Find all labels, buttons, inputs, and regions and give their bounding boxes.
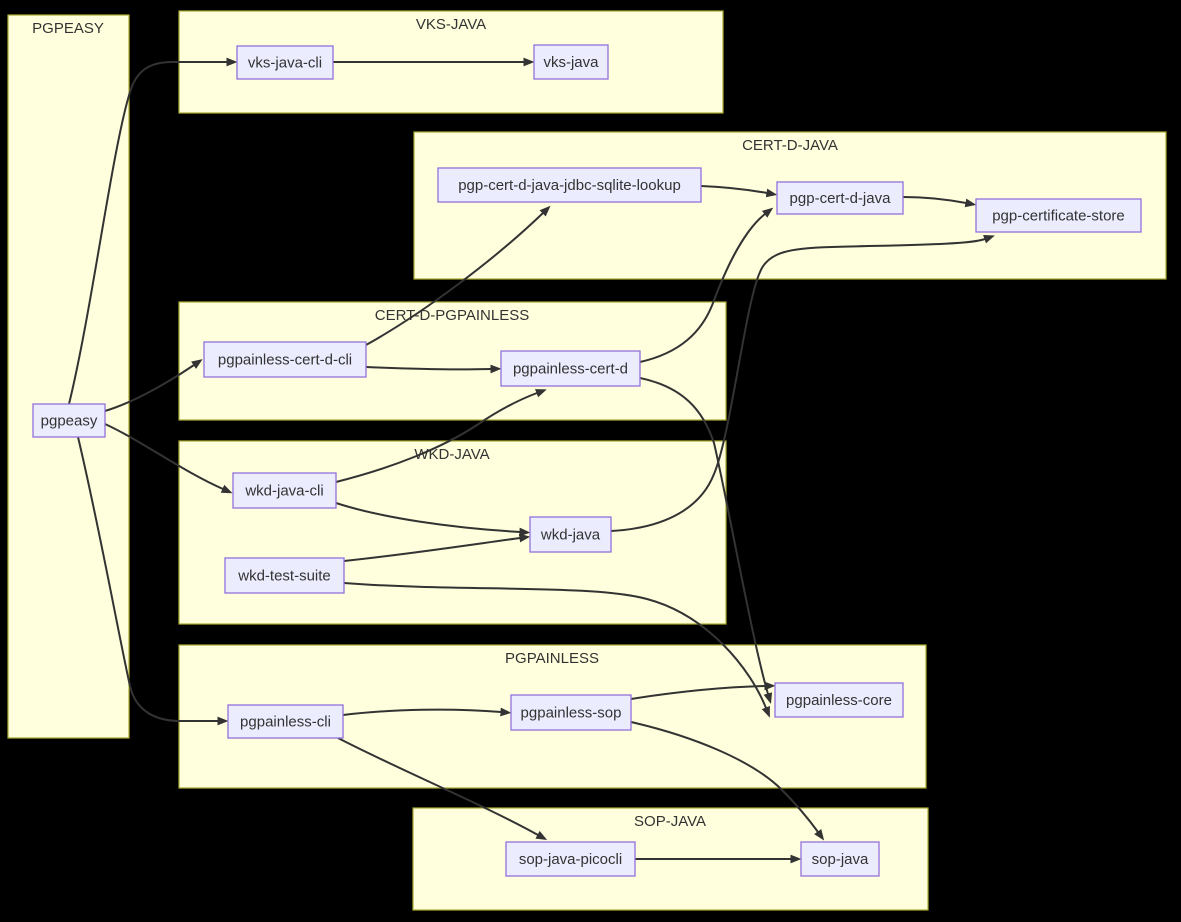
node-sop-java-picocli-box xyxy=(505,841,636,877)
node-pgpainless-cli-box xyxy=(227,704,344,739)
node-pgpainless-cert-d-label: pgpainless-cert-d xyxy=(513,361,628,378)
node-wkd-test-suite-label: wkd-test-suite xyxy=(237,568,331,585)
edge-pgpainless-cert-d-to-pgpainless-core xyxy=(639,377,773,705)
node-wkd-java-label: wkd-java xyxy=(540,527,601,544)
node-pgpainless-cli: pgpainless-cli xyxy=(227,704,344,739)
node-wkd-java-cli: wkd-java-cli xyxy=(232,472,337,509)
edge-pgpeasy-to-wkd-java-cli xyxy=(104,423,233,494)
node-pgp-cert-d-java-jdbc-sqlite-lookup: pgp-cert-d-java-jdbc-sqlite-lookup xyxy=(437,167,702,203)
node-wkd-test-suite: wkd-test-suite xyxy=(224,557,345,594)
node-pgpainless-sop: pgpainless-sop xyxy=(510,694,632,731)
cluster-wkd-java-group-box xyxy=(178,440,727,625)
node-pgpainless-core: pgpainless-core xyxy=(774,682,904,718)
node-pgpainless-core-box xyxy=(774,682,904,718)
edge-pgpainless-cli-to-sop-java-picocli xyxy=(337,737,548,841)
node-pgp-cert-d-java-label: pgp-cert-d-java xyxy=(790,190,892,207)
node-pgpainless-cert-d: pgpainless-cert-d xyxy=(500,350,641,387)
node-vks-java-label: vks-java xyxy=(543,54,599,71)
cluster-cert-d-pgpainless-group-label: CERT-D-PGPAINLESS xyxy=(375,307,529,324)
node-vks-java-cli-label: vks-java-cli xyxy=(248,55,322,72)
cluster-pgpeasy-group-box xyxy=(7,14,130,739)
node-pgpainless-cert-d-cli-label: pgpainless-cert-d-cli xyxy=(218,352,352,369)
node-wkd-java-cli-box xyxy=(232,472,337,509)
cluster-wkd-java-group-label: WKD-JAVA xyxy=(414,446,489,463)
node-wkd-java-box xyxy=(529,516,612,553)
cluster-cert-d-java-group-label: CERT-D-JAVA xyxy=(742,137,838,154)
node-sop-java: sop-java xyxy=(800,841,880,877)
node-sop-java-label: sop-java xyxy=(812,851,869,868)
node-pgpainless-cert-d-cli-box xyxy=(203,341,367,378)
edge-pgpainless-cert-d-cli-to-pgpainless-cert-d xyxy=(365,364,502,374)
edge-pgpeasy-to-vks-java-cli xyxy=(68,57,238,405)
edge-pgpeasy-to-pgpainless-cli xyxy=(77,436,229,726)
edge-pgp-cert-d-java-to-pgp-certificate-store xyxy=(902,196,977,208)
edge-wkd-test-suite-to-wkd-java xyxy=(343,533,531,562)
node-wkd-java: wkd-java xyxy=(529,516,612,553)
edge-pgpainless-cli-to-pgpainless-sop xyxy=(342,707,512,717)
node-pgp-cert-d-java-jdbc-sqlite-lookup-label: pgp-cert-d-java-jdbc-sqlite-lookup xyxy=(458,177,681,194)
cluster-wkd-java-group: WKD-JAVA xyxy=(178,440,727,625)
node-pgp-certificate-store-label: pgp-certificate-store xyxy=(992,208,1125,225)
edge-pgpainless-sop-to-sop-java xyxy=(630,721,825,841)
cluster-sop-java-group-label: SOP-JAVA xyxy=(634,813,706,830)
edge-pgpeasy-to-pgpainless-cert-d-cli xyxy=(104,359,203,412)
edge-pgpainless-cert-d-cli-to-pgp-cert-d-java-jdbc-sqlite-lookup xyxy=(365,205,551,346)
edge-pgpainless-sop-to-pgpainless-core xyxy=(630,681,776,700)
edge-pgpainless-cert-d-to-pgp-cert-d-java xyxy=(639,207,774,363)
node-pgp-certificate-store-box xyxy=(975,198,1142,233)
node-pgp-cert-d-java-box xyxy=(776,181,904,215)
node-vks-java-cli: vks-java-cli xyxy=(236,45,334,80)
cluster-pgpainless-group-label: PGPAINLESS xyxy=(505,650,599,667)
edge-wkd-java-cli-to-pgpainless-cert-d xyxy=(335,389,547,483)
node-wkd-java-cli-label: wkd-java-cli xyxy=(244,483,323,500)
node-pgpainless-cli-label: pgpainless-cli xyxy=(240,714,331,731)
node-vks-java-box xyxy=(533,44,609,80)
edge-wkd-java-to-pgp-certificate-store xyxy=(610,235,995,532)
node-pgpainless-cert-d-box xyxy=(500,350,641,387)
node-pgpainless-sop-box xyxy=(510,694,632,731)
cluster-vks-java-group-label: VKS-JAVA xyxy=(416,16,486,33)
node-vks-java-cli-box xyxy=(236,45,334,80)
cluster-pgpeasy-group: PGPEASY xyxy=(7,14,130,739)
node-pgpainless-cert-d-cli: pgpainless-cert-d-cli xyxy=(203,341,367,378)
node-pgpainless-core-label: pgpainless-core xyxy=(786,692,892,709)
node-pgpainless-sop-label: pgpainless-sop xyxy=(521,705,622,722)
node-wkd-test-suite-box xyxy=(224,557,345,594)
node-pgp-certificate-store: pgp-certificate-store xyxy=(975,198,1142,233)
edge-wkd-test-suite-to-pgpainless-core xyxy=(343,582,770,718)
edge-wkd-java-cli-to-wkd-java xyxy=(335,502,531,537)
node-pgpeasy: pgpeasy xyxy=(32,403,106,438)
node-sop-java-box xyxy=(800,841,880,877)
node-pgpeasy-label: pgpeasy xyxy=(41,413,98,430)
node-sop-java-picocli-label: sop-java-picocli xyxy=(519,851,622,868)
node-sop-java-picocli: sop-java-picocli xyxy=(505,841,636,877)
node-pgp-cert-d-java-jdbc-sqlite-lookup-box xyxy=(437,167,702,203)
node-pgp-cert-d-java: pgp-cert-d-java xyxy=(776,181,904,215)
node-vks-java: vks-java xyxy=(533,44,609,80)
cluster-pgpeasy-group-label: PGPEASY xyxy=(32,20,104,37)
node-pgpeasy-box xyxy=(32,403,106,438)
edge-pgp-cert-d-java-jdbc-sqlite-lookup-to-pgp-cert-d-java xyxy=(700,185,778,198)
